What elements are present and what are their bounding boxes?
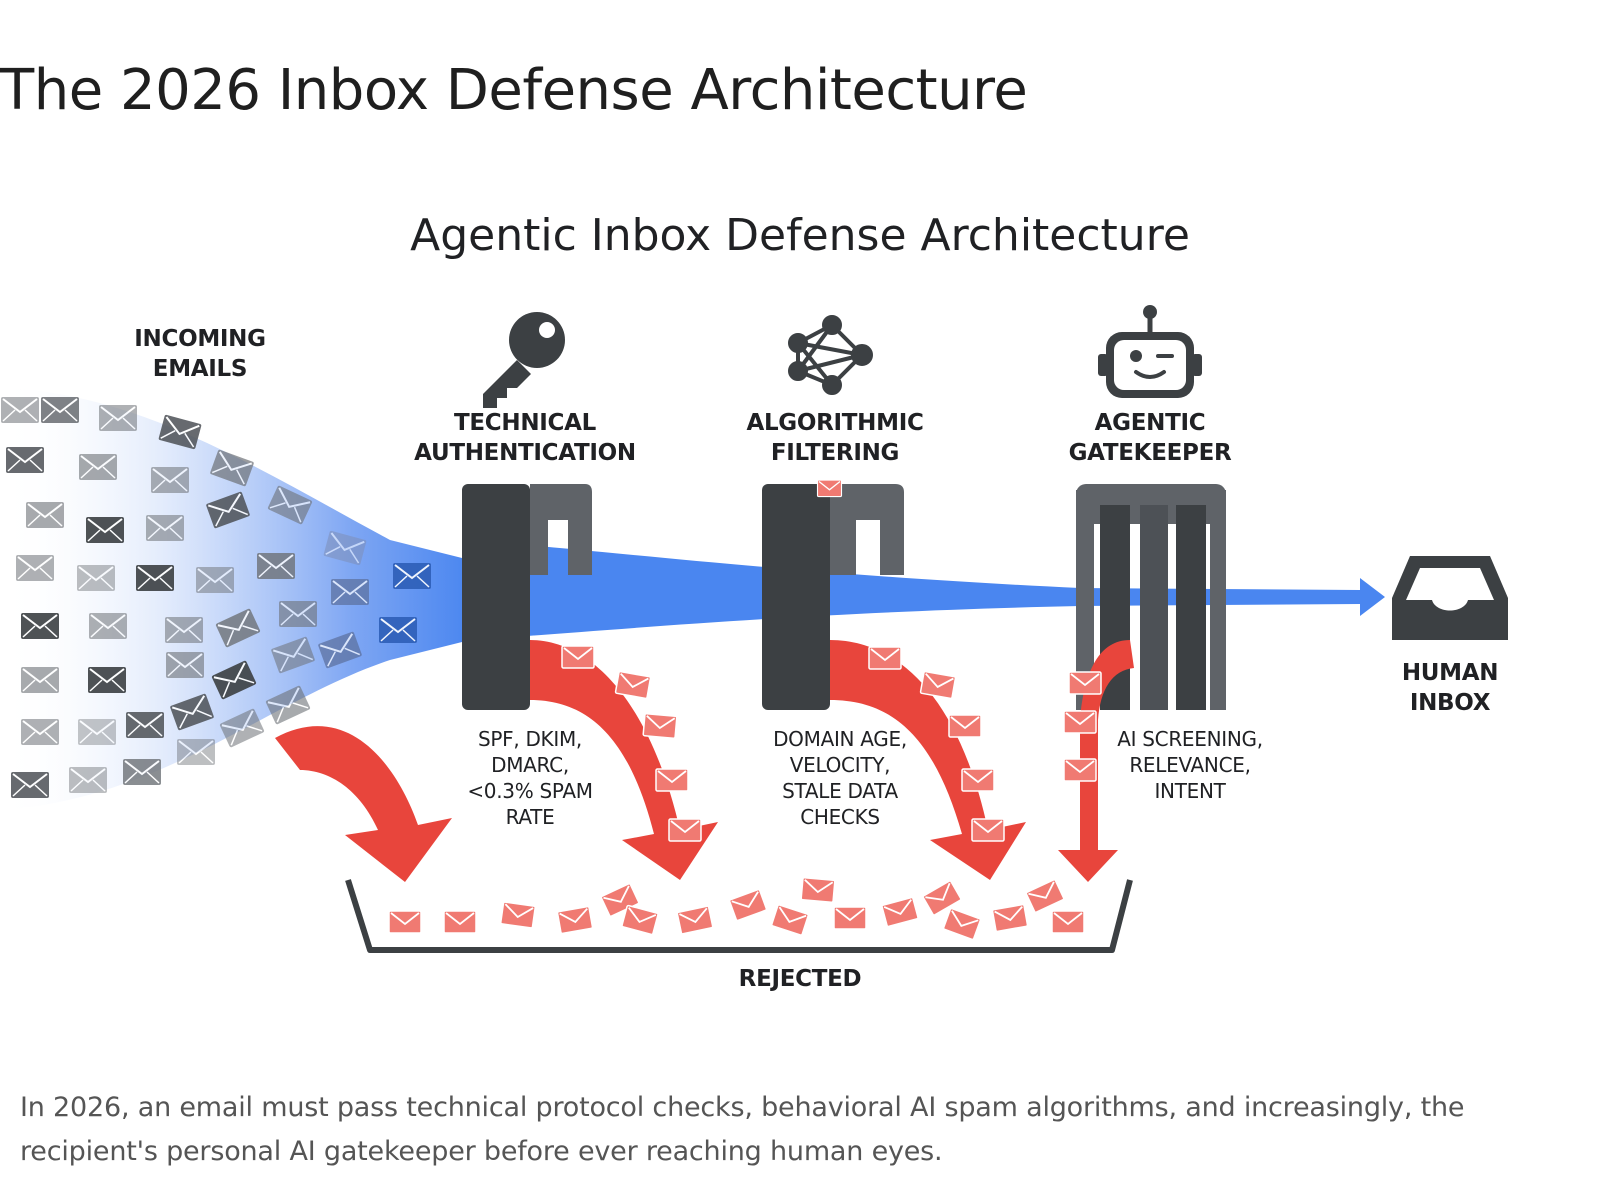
- rejected-label: REJECTED: [738, 966, 862, 992]
- rejected-bin: [345, 876, 1133, 953]
- stage-technical-authentication-desc: SPF, DKIM, DMARC, <0.3% SPAM RATE: [467, 727, 593, 829]
- gate-technical-authentication: [462, 484, 718, 880]
- gate-algorithmic-filtering: [762, 484, 1026, 880]
- incoming-emails-label: INCOMING EMAILS: [134, 326, 266, 382]
- reject-arrow-funnel: [275, 726, 452, 882]
- page-title: The 2026 Inbox Defense Architecture: [0, 58, 1028, 123]
- stage-agentic-gatekeeper-desc: AI SCREENING, RELEVANCE, INTENT: [1117, 727, 1263, 803]
- robot-icon: [1098, 305, 1202, 398]
- stage-algorithmic-filtering-desc: DOMAIN AGE, VELOCITY, STALE DATA CHECKS: [773, 727, 907, 829]
- stage-technical-authentication-title: TECHNICAL AUTHENTICATION: [414, 410, 636, 466]
- diagram-title: Agentic Inbox Defense Architecture: [410, 210, 1190, 261]
- gate-agentic-gatekeeper: [816, 479, 1226, 882]
- stage-algorithmic-filtering-title: ALGORITHMIC FILTERING: [746, 410, 924, 466]
- human-inbox-label: HUMAN INBOX: [1401, 660, 1499, 716]
- figure-caption: In 2026, an email must pass technical pr…: [20, 1092, 1465, 1167]
- stage-agentic-gatekeeper-title: AGENTIC GATEKEEPER: [1068, 410, 1232, 466]
- key-icon: [483, 312, 565, 408]
- inbox-tray-icon: [1392, 556, 1508, 640]
- defense-diagram: [0, 305, 1508, 953]
- main-flow: [470, 540, 1385, 640]
- network-icon: [788, 315, 873, 395]
- incoming-funnel: [0, 388, 470, 810]
